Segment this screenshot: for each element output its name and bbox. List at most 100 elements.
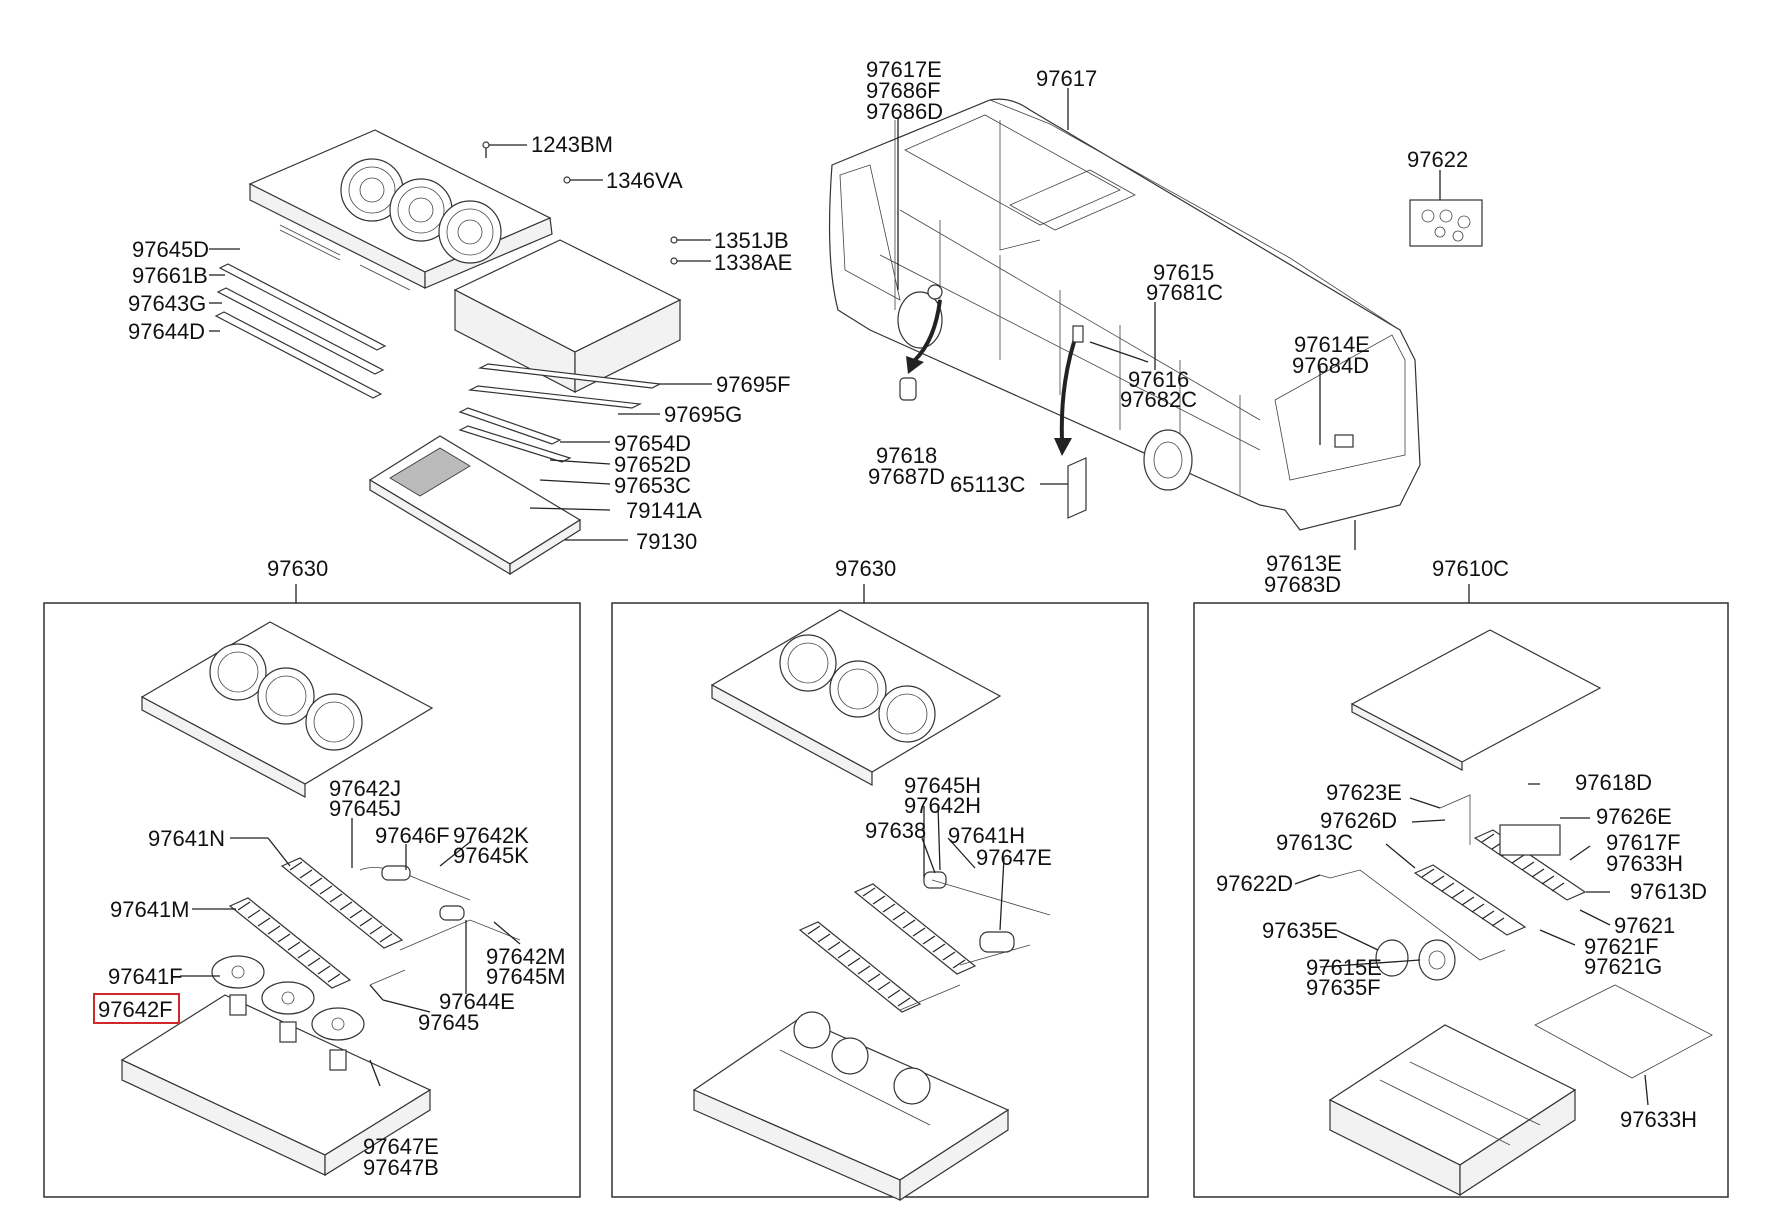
label-97617E: 97617E bbox=[866, 57, 942, 82]
panel-1-title: 97630 bbox=[267, 556, 328, 581]
label-97645: 97645 bbox=[418, 1010, 479, 1035]
label-97645M: 97645M bbox=[486, 964, 566, 989]
top-left-leaders bbox=[209, 144, 712, 541]
panel-2-cover-drawing bbox=[710, 609, 1002, 787]
panel-3-tray-drawing bbox=[1328, 984, 1713, 1197]
label-97615: 97615 bbox=[1153, 260, 1214, 285]
panel-3-frame bbox=[1193, 602, 1729, 1198]
label-97652D: 97652D bbox=[614, 452, 691, 477]
label-1351JB: 1351JB bbox=[714, 228, 789, 253]
label-1243BM: 1243BM bbox=[531, 132, 613, 157]
bus-overview: 97617E 97686F 97686D 97617 97622 97615 9… bbox=[828, 57, 1483, 597]
label-97613C: 97613C bbox=[1276, 830, 1353, 855]
label-97641H: 97641H bbox=[948, 823, 1025, 848]
strips-drawing bbox=[214, 263, 663, 463]
label-97646F: 97646F bbox=[375, 823, 450, 848]
label-97616: 97616 bbox=[1128, 367, 1189, 392]
panel-3-cover-drawing bbox=[1350, 629, 1602, 771]
label-97695F: 97695F bbox=[716, 372, 791, 397]
label-97644E: 97644E bbox=[439, 989, 515, 1014]
label-97626E: 97626E bbox=[1596, 804, 1672, 829]
panel-1-cover-drawing bbox=[140, 621, 434, 799]
highlight-box-97642F bbox=[93, 993, 180, 1024]
panel-3: 97610C bbox=[1193, 556, 1729, 1198]
label-97686F: 97686F bbox=[866, 78, 941, 103]
label-97684D: 97684D bbox=[1292, 353, 1369, 378]
panel-2-coils-drawing bbox=[798, 871, 1051, 1013]
label-97644D: 97644D bbox=[128, 319, 205, 344]
label-97621G: 97621G bbox=[1584, 954, 1662, 979]
label-97613E: 97613E bbox=[1266, 551, 1342, 576]
panel-1-leaders bbox=[180, 818, 521, 1087]
label-97681C: 97681C bbox=[1146, 280, 1223, 305]
label-97641F: 97641F bbox=[108, 964, 183, 989]
panel-3-coils-drawing bbox=[1319, 794, 1587, 961]
label-97643G: 97643G bbox=[128, 291, 206, 316]
label-97642F[interactable]: 97642F bbox=[98, 997, 173, 1022]
label-65113C: 65113C bbox=[950, 472, 1026, 497]
top-left-assembly: 1243BM 1346VA 1351JB 1338AE 97645D 97661… bbox=[128, 129, 792, 576]
label-97626D: 97626D bbox=[1320, 808, 1397, 833]
label-97614E: 97614E bbox=[1294, 332, 1370, 357]
label-97645H: 97645H bbox=[904, 773, 981, 798]
label-97687D: 97687D bbox=[868, 464, 945, 489]
label-79130: 79130 bbox=[636, 529, 697, 554]
panel-1-frame bbox=[43, 602, 581, 1198]
label-97615E: 97615E bbox=[1306, 955, 1382, 980]
label-97618: 97618 bbox=[876, 443, 937, 468]
label-97635F: 97635F bbox=[1306, 975, 1381, 1000]
label-97613D: 97613D bbox=[1630, 879, 1707, 904]
label-1338AE: 1338AE bbox=[714, 250, 792, 275]
label-97633H-b: 97633H bbox=[1620, 1107, 1697, 1132]
label-1346VA: 1346VA bbox=[606, 168, 683, 193]
label-97647E: 97647E bbox=[363, 1134, 439, 1159]
panel-3-title: 97610C bbox=[1432, 556, 1509, 581]
label-97686D: 97686D bbox=[866, 99, 943, 124]
label-97635E: 97635E bbox=[1262, 918, 1338, 943]
label-97621: 97621 bbox=[1614, 913, 1675, 938]
label-97622: 97622 bbox=[1407, 147, 1468, 172]
panel-1-coils-drawing bbox=[228, 857, 521, 989]
label-97642J: 97642J bbox=[329, 776, 401, 801]
panel-3-leaders bbox=[1294, 783, 1649, 1106]
panel-2-tray-drawing bbox=[692, 1011, 1010, 1202]
panel-2: 97630 bbox=[611, 556, 1149, 1202]
label-79141A: 79141A bbox=[626, 498, 702, 523]
label-97645K: 97645K bbox=[453, 843, 529, 868]
label-97683D: 97683D bbox=[1264, 572, 1341, 597]
label-97618D: 97618D bbox=[1575, 770, 1652, 795]
label-97645D: 97645D bbox=[132, 237, 209, 262]
lower-case-drawing bbox=[453, 239, 682, 393]
label-97654D: 97654D bbox=[614, 431, 691, 456]
bus-leaders bbox=[897, 88, 1441, 550]
label-97641N: 97641N bbox=[148, 826, 225, 851]
label-97638: 97638 bbox=[865, 818, 926, 843]
label-97621F: 97621F bbox=[1584, 934, 1659, 959]
label-97622D: 97622D bbox=[1216, 871, 1293, 896]
label-97682C: 97682C bbox=[1120, 387, 1197, 412]
label-97647B: 97647B bbox=[363, 1155, 439, 1180]
bus-body-drawing bbox=[828, 98, 1483, 531]
panel-1-tray-drawing bbox=[120, 955, 432, 1177]
label-97641M: 97641M bbox=[110, 897, 190, 922]
label-97623E: 97623E bbox=[1326, 780, 1402, 805]
label-97642K: 97642K bbox=[453, 823, 529, 848]
panel-2-title: 97630 bbox=[835, 556, 896, 581]
label-97647E: 97647E bbox=[976, 845, 1052, 870]
panel-2-frame bbox=[611, 602, 1149, 1198]
label-97645J: 97645J bbox=[329, 796, 401, 821]
panel-2-leaders bbox=[921, 805, 1005, 931]
label-97617: 97617 bbox=[1036, 66, 1097, 91]
label-97661B: 97661B bbox=[132, 263, 208, 288]
upper-cover-drawing bbox=[248, 129, 553, 291]
panel-3-compressor-drawing bbox=[1375, 939, 1456, 981]
label-97695G: 97695G bbox=[664, 402, 742, 427]
panel-1: 97630 bbox=[43, 556, 581, 1198]
filter-frame-drawing bbox=[368, 435, 582, 576]
bus-arrows-drawing bbox=[899, 284, 1087, 519]
label-97617F: 97617F bbox=[1606, 830, 1681, 855]
label-97642M: 97642M bbox=[486, 944, 566, 969]
label-97633H: 97633H bbox=[1606, 851, 1683, 876]
label-97642H: 97642H bbox=[904, 793, 981, 818]
